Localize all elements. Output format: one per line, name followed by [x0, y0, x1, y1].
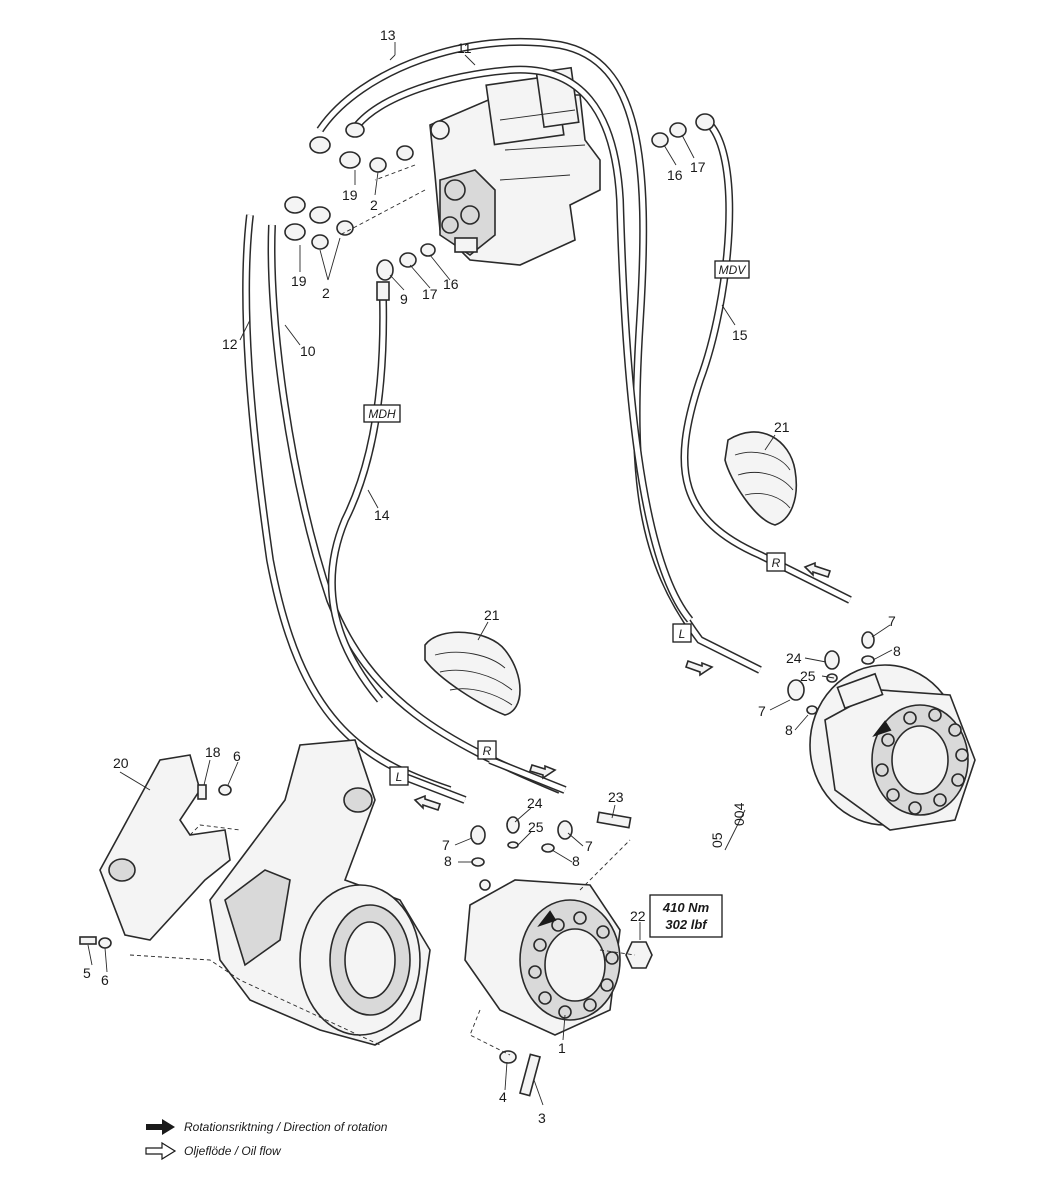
callout-20: 20: [113, 755, 129, 771]
hose-tags: MDV MDH R L R L: [363, 260, 786, 786]
rotation-arrow-icon: [537, 910, 557, 927]
callout-24-right: 24: [786, 650, 802, 666]
tag-r-right: R: [772, 556, 781, 570]
callout-13: 13: [380, 27, 396, 43]
tag-l-left: L: [396, 770, 403, 784]
oil-flow-arrow-icon: [413, 794, 442, 812]
callout-21-left: 21: [484, 607, 500, 623]
callout-23: 23: [608, 789, 624, 805]
oil-flow-arrow-icon: [528, 764, 557, 780]
callout-7-left-a: 7: [442, 837, 450, 853]
hose-protector-right: [724, 431, 798, 526]
callout-2-upper: 2: [370, 197, 378, 213]
callout-22: 22: [630, 908, 646, 924]
tag-mdh: MDH: [368, 407, 396, 421]
callout-numbers: 13 11 19 2 16 17 19 2 9 17 16 12 10 15 1…: [83, 27, 901, 1126]
leader-lines: [87, 42, 893, 1106]
reference-code-a: 05: [709, 832, 725, 848]
figure-reference: 05 004: [709, 802, 747, 851]
callout-6-lower: 6: [101, 972, 109, 988]
callout-2-lower: 2: [322, 285, 330, 301]
callout-16-upper: 16: [667, 167, 683, 183]
callout-8-left-a: 8: [444, 853, 452, 869]
callout-12: 12: [222, 336, 238, 352]
hose-protector-left: [424, 631, 521, 716]
callout-11: 11: [457, 40, 472, 56]
rotation-legend-arrow-icon: [146, 1119, 175, 1135]
rotation-arrow-icon: [872, 720, 892, 737]
callout-24-left: 24: [527, 795, 543, 811]
callout-8-right-lower: 8: [785, 722, 793, 738]
callout-25-right: 25: [800, 668, 816, 684]
tag-r-left: R: [483, 744, 492, 758]
callout-19-lower: 19: [291, 273, 307, 289]
rotation-arrows: [537, 720, 892, 927]
callout-25-left: 25: [528, 819, 544, 835]
oil-flow-legend-arrow-icon: [145, 1141, 177, 1161]
callout-18: 18: [205, 744, 221, 760]
oil-flow-arrow-icon: [803, 561, 832, 579]
tag-l-right: L: [679, 627, 686, 641]
callout-8-right-upper: 8: [893, 643, 901, 659]
callout-15: 15: [732, 327, 748, 343]
valve-fittings: [284, 113, 715, 301]
callout-14: 14: [374, 507, 390, 523]
reference-code-b: 004: [731, 802, 747, 826]
wheel-motor-left: [464, 811, 653, 1097]
callout-7-right-lower: 7: [758, 703, 766, 719]
legend: Rotationsriktning / Direction of rotatio…: [145, 1119, 388, 1161]
torque-spec: 410 Nm 302 lbf: [649, 894, 723, 938]
callout-19-upper: 19: [342, 187, 358, 203]
oil-flow-arrow-icon: [684, 659, 714, 677]
callout-3: 3: [538, 1110, 546, 1126]
legend-oil-flow-text: Oljeflöde / Oil flow: [184, 1144, 282, 1158]
torque-line-2: 302 lbf: [665, 917, 708, 932]
callout-7-left-b: 7: [585, 838, 593, 854]
callout-5: 5: [83, 965, 91, 981]
assembly-lines: [339, 164, 636, 1056]
hoses: [242, 37, 852, 804]
callout-8-left-b: 8: [572, 853, 580, 869]
callout-21-right: 21: [774, 419, 790, 435]
tag-mdv: MDV: [719, 263, 747, 277]
wheel-motor-right: [787, 631, 976, 831]
callout-17-upper: 17: [690, 159, 706, 175]
torque-line-1: 410 Nm: [662, 900, 710, 915]
callout-1: 1: [558, 1040, 566, 1056]
callout-16-lower: 16: [443, 276, 459, 292]
callout-10: 10: [300, 343, 316, 359]
callout-9: 9: [400, 291, 408, 307]
hose-14: [327, 299, 388, 703]
legend-rotation-text: Rotationsriktning / Direction of rotatio…: [184, 1120, 388, 1134]
oil-flow-arrows: [413, 561, 832, 812]
control-valve-block: [429, 66, 601, 266]
frame-bracket: [79, 739, 431, 1046]
callout-4: 4: [499, 1089, 507, 1105]
callout-6-upper: 6: [233, 748, 241, 764]
callout-7-right-upper: 7: [888, 613, 896, 629]
callout-17-lower: 17: [422, 286, 438, 302]
